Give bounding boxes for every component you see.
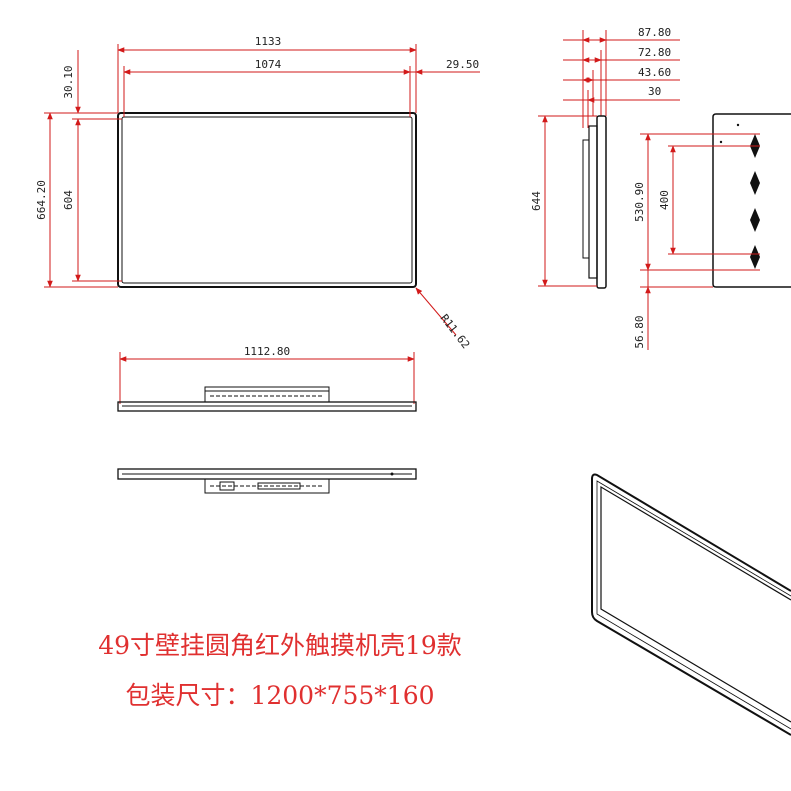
bottom-bracket xyxy=(204,386,330,403)
dim-depth-3: 43.60 xyxy=(638,66,671,79)
dim-top-margin: 30.10 xyxy=(62,65,75,98)
side-view: 87.80 72.80 43.60 30 644 xyxy=(530,26,680,289)
dim-depth-1: 87.80 xyxy=(638,26,671,39)
dim-outer-height: 664.20 xyxy=(35,180,48,220)
dim-bottom-width: 1112.80 xyxy=(244,345,290,358)
top-bracket xyxy=(204,478,330,494)
mount-hole-2 xyxy=(750,171,760,195)
bottom-view: 1112.80 xyxy=(117,345,417,412)
io-port-block xyxy=(219,481,235,491)
dim-mount-span: 530.90 xyxy=(633,182,646,222)
packing-size: 包装尺寸：1200*755*160 xyxy=(125,681,435,710)
drawing-title: 49寸壁挂圆角红外触摸机壳19款 xyxy=(98,631,462,660)
side-bracket xyxy=(582,139,590,259)
front-view: 1133 1074 29.50 30.10 664.20 604 R11.62 xyxy=(35,35,480,351)
front-screen xyxy=(121,116,413,284)
top-view xyxy=(117,468,417,494)
dim-inner-width: 1074 xyxy=(255,58,282,71)
iso-outer-frame xyxy=(591,473,791,736)
dim-outer-width: 1133 xyxy=(255,35,282,48)
iso-inner-frame xyxy=(600,485,791,723)
dim-depth-2: 72.80 xyxy=(638,46,671,59)
indicator-dot xyxy=(390,472,394,476)
dim-right-margin: 29.50 xyxy=(446,58,479,71)
io-port-row xyxy=(257,482,301,490)
dim-bottom-offset: 56.80 xyxy=(633,315,646,348)
isometric-view xyxy=(591,473,791,736)
side-bezel xyxy=(596,115,607,289)
mount-hole-4 xyxy=(750,245,760,269)
front-outer-frame xyxy=(117,112,417,288)
dim-inner-height: 604 xyxy=(62,190,75,210)
dim-depth-4: 30 xyxy=(648,85,661,98)
dim-side-height: 644 xyxy=(530,191,543,211)
mount-hole-3 xyxy=(750,208,760,232)
dim-corner-radius: R11.62 xyxy=(438,312,473,351)
dim-hole-span: 400 xyxy=(658,190,671,210)
side-back-case xyxy=(588,125,598,279)
back-panel xyxy=(712,113,791,288)
back-view: 530.90 400 56.80 xyxy=(633,113,791,350)
